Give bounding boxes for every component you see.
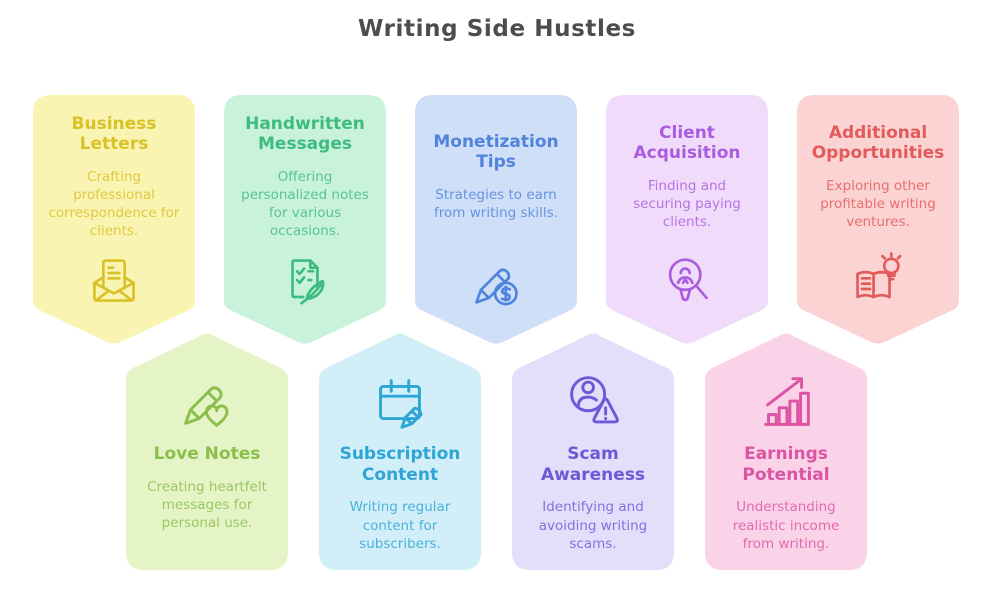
client-search-icon [655,249,719,313]
card-description: Writing regular content for subscribers. [349,499,451,552]
card-description: Finding and securing paying clients. [633,178,741,231]
card-heading: Additional Opportunities [811,122,945,164]
card-earnings-potential: Earnings Potential Understanding realist… [705,333,867,570]
card-additional-opportunities: Additional Opportunities Exploring other… [797,95,959,345]
card-description: Offering personalized notes for various … [241,169,369,240]
pencil-heart-icon [172,367,242,437]
envelope-letter-icon [82,249,146,313]
card-heading: Subscription Content [339,444,461,485]
card-text: Scam Awareness Identifying and avoiding … [512,437,674,553]
card-text: Earnings Potential Understanding realist… [705,437,867,553]
page-title: Writing Side Hustles [358,16,636,42]
person-warning-icon [558,367,628,437]
card-heading: Handwritten Messages [245,113,365,155]
card-text: Business Letters Crafting professional c… [33,95,195,247]
card-description: Exploring other profitable writing ventu… [820,178,936,231]
card-text: Subscription Content Writing regular con… [319,437,481,553]
calendar-pencil-icon [365,367,435,437]
pencil-dollar-icon [464,249,528,313]
card-heading: Scam Awareness [540,444,646,485]
card-heading: Business Letters [71,113,157,155]
card-client-acquisition: Client Acquisition Finding and securing … [606,95,768,345]
growth-chart-icon [751,367,821,437]
card-description: Crafting professional correspondence for… [48,169,180,240]
book-idea-icon [846,249,910,313]
card-description: Creating heartfelt messages for personal… [147,478,267,531]
card-description: Identifying and avoiding writing scams. [538,499,648,552]
card-heading: Client Acquisition [633,122,741,164]
card-heading: Monetization Tips [433,131,559,173]
card-business-letters: Business Letters Crafting professional c… [33,95,195,345]
card-text: Monetization Tips Strategies to earn fro… [415,95,577,247]
top-row: Business Letters Crafting professional c… [33,95,959,345]
card-handwritten-messages: Handwritten Messages Offering personaliz… [224,95,386,345]
note-feather-icon [273,249,337,313]
card-heading: Love Notes [153,444,261,464]
card-love-notes: Love Notes Creating heartfelt messages f… [126,333,288,570]
card-subscription-content: Subscription Content Writing regular con… [319,333,481,570]
card-text: Client Acquisition Finding and securing … [606,95,768,247]
card-description: Strategies to earn from writing skills. [434,187,558,222]
card-description: Understanding realistic income from writ… [732,499,840,552]
bottom-row: Love Notes Creating heartfelt messages f… [126,333,867,570]
card-heading: Earnings Potential [742,444,830,485]
card-scam-awareness: Scam Awareness Identifying and avoiding … [512,333,674,570]
card-text: Love Notes Creating heartfelt messages f… [126,437,288,532]
card-monetization-tips: Monetization Tips Strategies to earn fro… [415,95,577,345]
card-text: Handwritten Messages Offering personaliz… [224,95,386,247]
card-text: Additional Opportunities Exploring other… [797,95,959,247]
